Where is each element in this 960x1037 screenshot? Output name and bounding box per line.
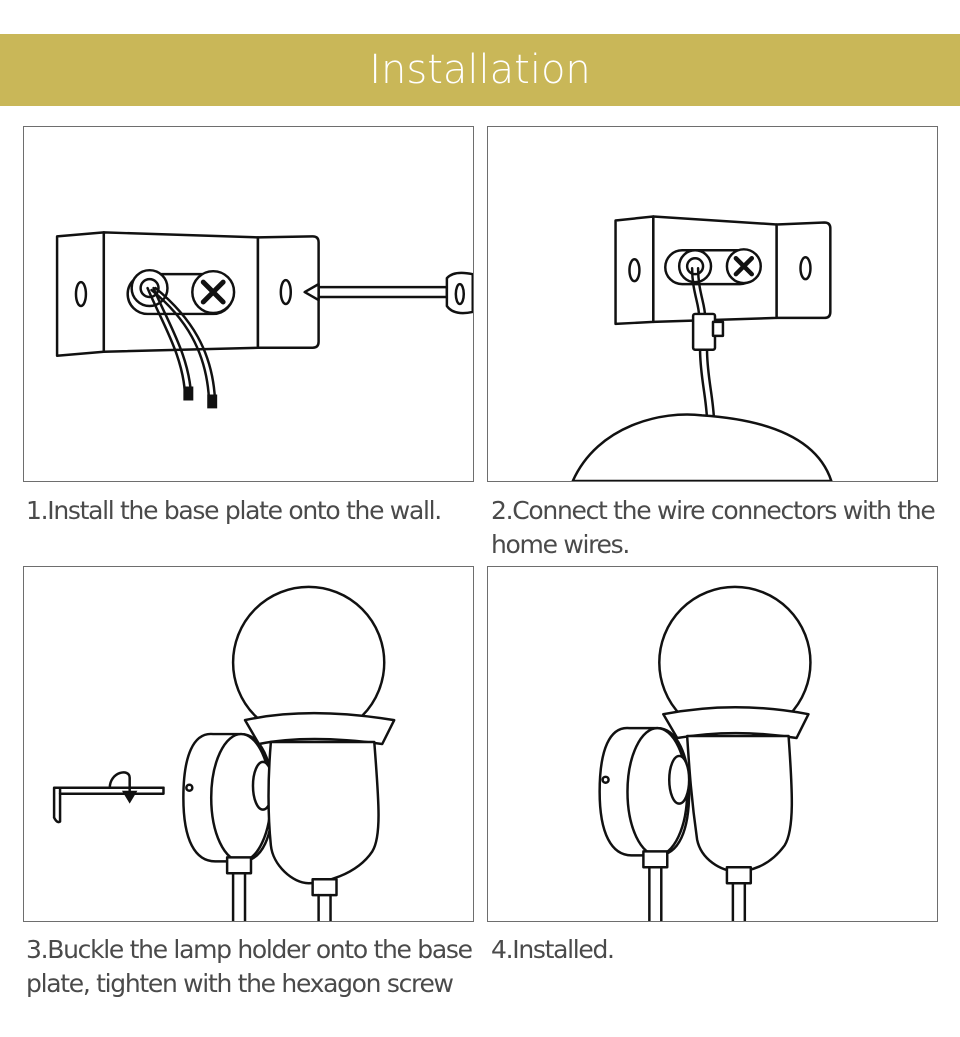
wire-1 [146,286,187,399]
lamp-holder [267,740,380,885]
step-3-caption: 3.Buckle the lamp holder onto the base p… [26,935,473,998]
mount-stem [225,856,253,875]
lamp-collar [243,711,396,746]
step-2-caption: 2.Connect the wire connectors with the h… [491,496,936,559]
step-4-illustration [487,566,938,922]
wire-connector-drawing [571,215,833,481]
lamp-holder [685,734,794,873]
installed-lamp-drawing [598,585,812,921]
title-banner: Installation [0,34,960,106]
step-1-caption: 1.Install the base plate onto the wall. [26,496,442,525]
screwdriver-shaft [317,285,449,299]
slot-hole-left [74,280,88,308]
lamp-globe [571,413,833,481]
step-4-caption: 4.Installed. [491,935,615,964]
step-3-illustration [23,566,474,922]
wire-connector [691,312,717,351]
page-title: Installation [369,47,591,93]
lamp-collar [662,706,810,740]
wire-2 [150,288,211,407]
slot-hole-right [279,278,293,306]
step-2-illustration [487,126,938,482]
base-plate-screwdriver-drawing [55,231,473,409]
mount-stem [642,850,669,869]
rotate-arrow [108,771,131,799]
step-1-illustration [23,126,474,482]
lamp-holder-hex-key-drawing [52,585,396,921]
